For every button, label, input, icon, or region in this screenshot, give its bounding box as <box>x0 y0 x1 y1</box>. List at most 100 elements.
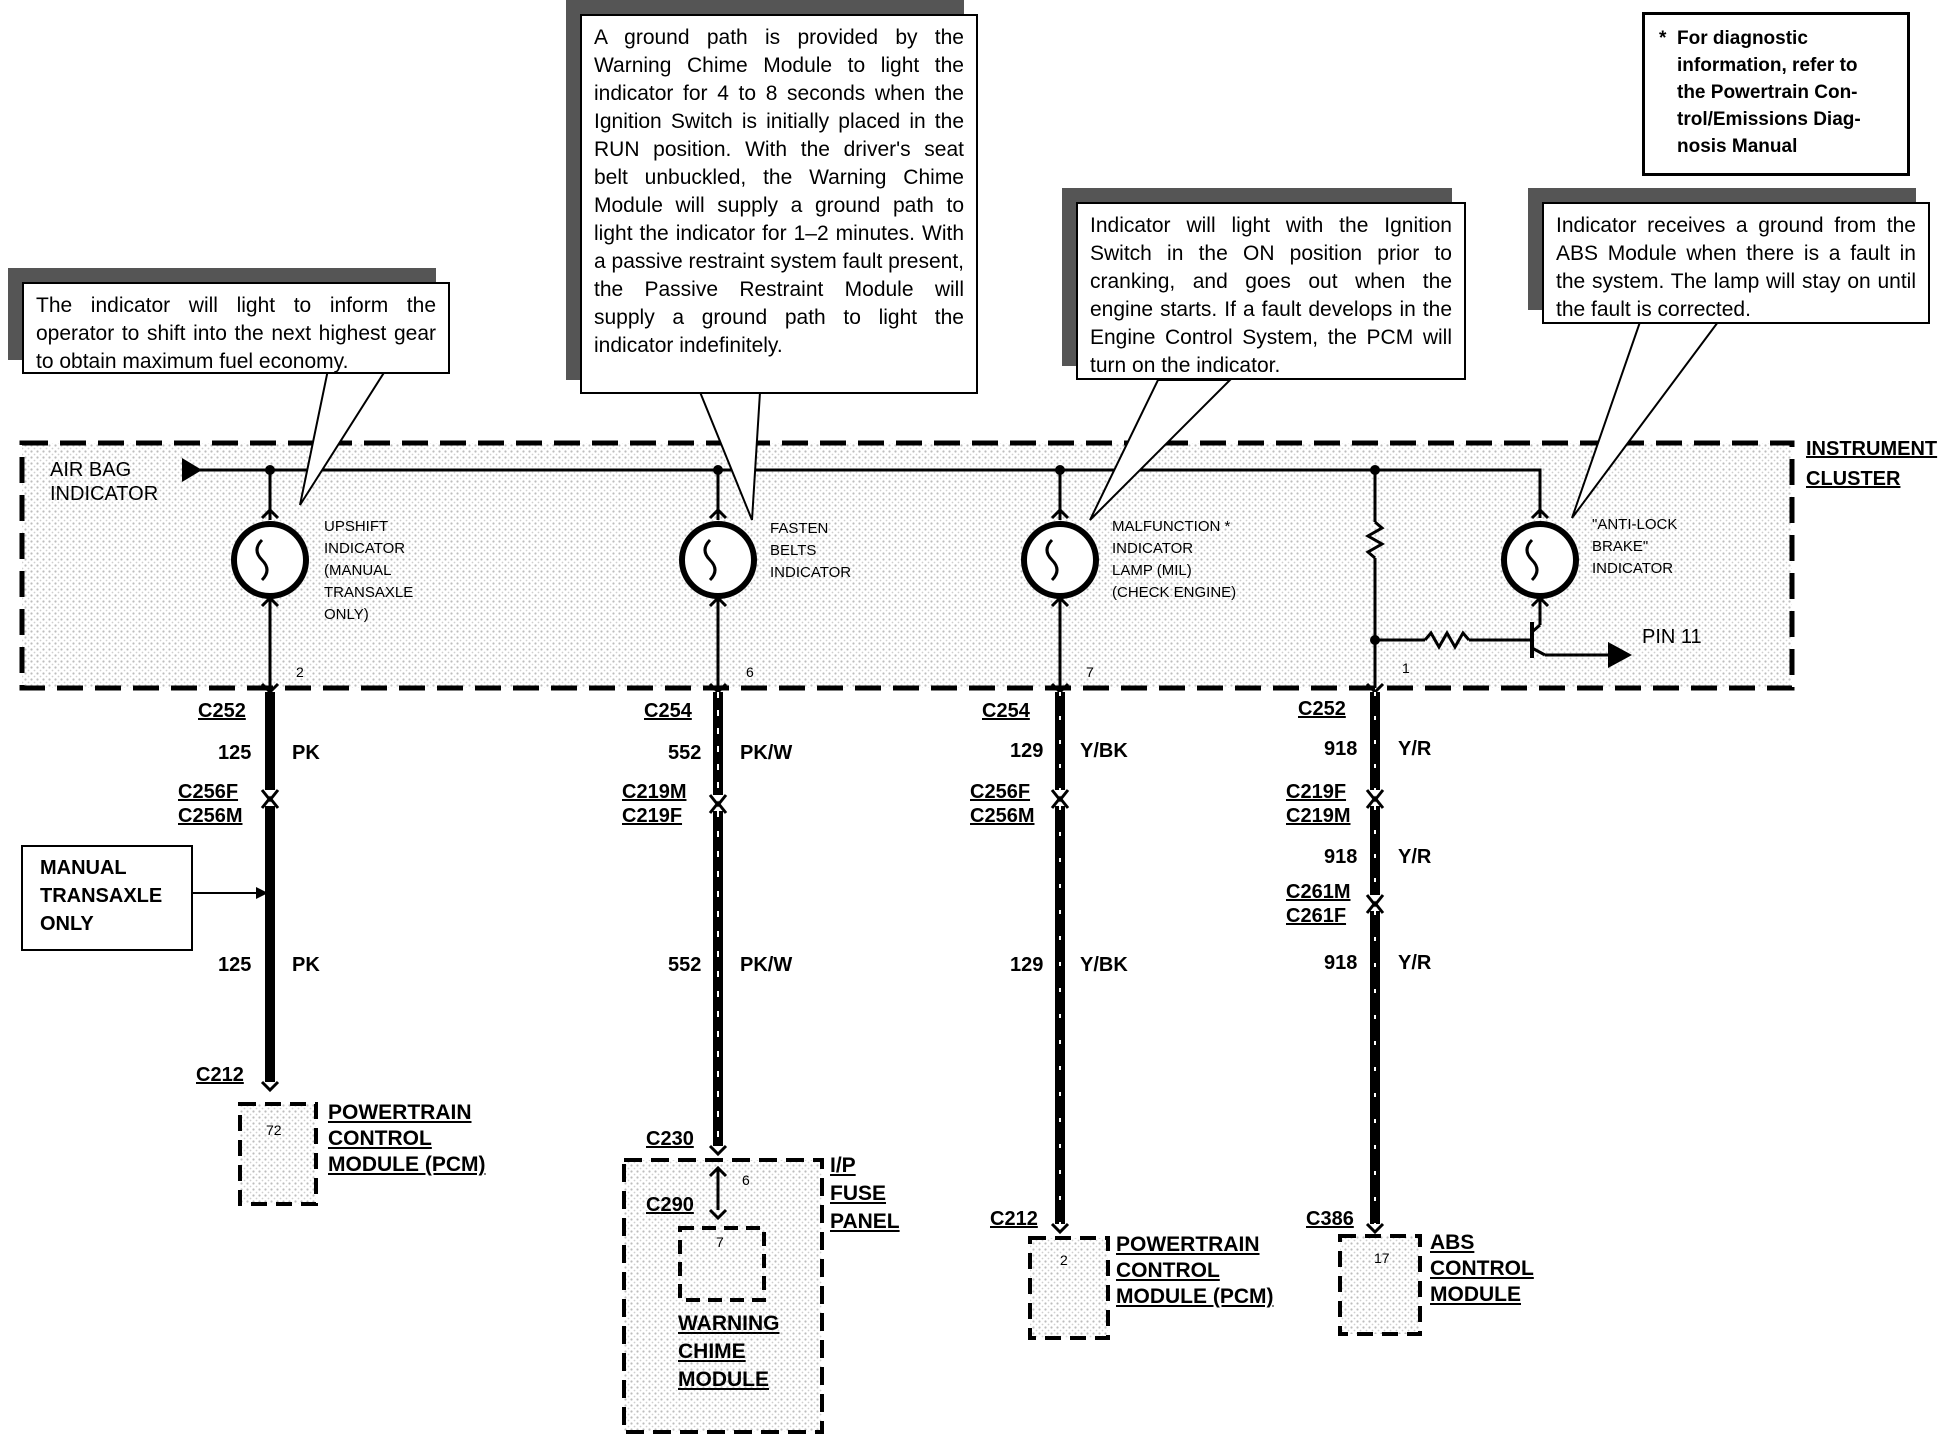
connector-label: C290 <box>646 1194 694 1216</box>
airbag-arrow <box>182 458 202 482</box>
connector-label: C252 <box>198 700 246 722</box>
instrument-cluster-label: INSTRUMENT CLUSTER <box>1806 434 1937 494</box>
connector-label: C230 <box>646 1128 694 1150</box>
wire-color: Y/BK <box>1080 954 1128 976</box>
pin-11-label: PIN 11 <box>1642 626 1702 648</box>
callout-pointers <box>299 321 1720 521</box>
bulb-label-line: MALFUNCTION * <box>1112 518 1231 535</box>
pcm-module-label: POWERTRAIN CONTROL MODULE (PCM) <box>328 1100 485 1178</box>
module-label-line: WARNING <box>678 1312 780 1335</box>
manual-box-line: TRANSAXLE <box>40 885 163 907</box>
pin-number: 1 <box>1402 660 1410 676</box>
connector-label: C254 <box>644 700 692 722</box>
bulb-label-line: BRAKE" <box>1592 538 1649 555</box>
connector-label: C254 <box>982 700 1030 722</box>
bulb-label-line: UPSHIFT <box>324 518 389 535</box>
wire-number: 129 <box>1010 954 1044 976</box>
module-label-line: ABS <box>1430 1231 1475 1254</box>
bulb-label-line: TRANSAXLE <box>324 584 414 601</box>
wire-number: 552 <box>668 742 702 764</box>
circuit-125 <box>21 682 318 1206</box>
bulb-label-line: INDICATOR <box>1592 560 1674 577</box>
wire-number: 918 <box>1324 846 1358 868</box>
bulb-label-line: INDICATOR <box>324 540 406 557</box>
connector-label: C219F C219M <box>1286 780 1350 828</box>
module-label-line: MODULE (PCM) <box>1116 1285 1274 1308</box>
note-line: trol/Emissions Diag- <box>1677 109 1861 130</box>
module-label-line: MODULE <box>1430 1283 1521 1306</box>
wire-color: PK/W <box>740 742 793 764</box>
cluster-label-line: INSTRUMENT <box>1806 438 1938 460</box>
module-label-line: CONTROL <box>1430 1257 1534 1280</box>
pcm-module-label: POWERTRAIN CONTROL MODULE (PCM) <box>1116 1232 1273 1310</box>
cluster-bus <box>185 468 1542 518</box>
wire-number: 129 <box>1010 740 1044 762</box>
mil-bulb <box>1021 470 1099 688</box>
abs-driver-circuit <box>1364 470 1632 688</box>
connector-label: C212 <box>990 1208 1038 1230</box>
circuit-918 <box>1338 682 1422 1336</box>
bulb-label-line: LAMP (MIL) <box>1112 562 1192 579</box>
note-marker: * <box>1659 28 1667 49</box>
circuit-129 <box>1028 682 1110 1340</box>
manual-box-line: MANUAL <box>40 857 127 879</box>
module-label-line: MODULE (PCM) <box>328 1153 486 1176</box>
airbag-indicator-label: AIR BAG INDICATOR <box>50 458 158 506</box>
wire-number: 918 <box>1324 952 1358 974</box>
abs-module-label: ABS CONTROL MODULE <box>1430 1230 1534 1308</box>
module-pin: 7 <box>716 1234 724 1250</box>
module-pin: 72 <box>266 1122 282 1138</box>
bulb-label-line: "ANTI-LOCK <box>1592 516 1678 533</box>
bulb-label-line: (MANUAL <box>324 562 392 579</box>
airbag-label-line: AIR BAG <box>50 459 132 481</box>
fuse-panel-line: I/P <box>830 1154 856 1177</box>
pin-number: 2 <box>296 664 304 680</box>
bulb-label-line: (CHECK ENGINE) <box>1112 584 1237 601</box>
module-label-line: POWERTRAIN <box>1116 1233 1260 1256</box>
module-label-line: POWERTRAIN <box>328 1101 472 1124</box>
wire-color: PK <box>292 954 320 976</box>
fuse-panel-line: FUSE <box>830 1182 887 1205</box>
wire-number: 918 <box>1324 738 1358 760</box>
fasten-belts-bulb <box>679 470 757 688</box>
connector-line: C219F <box>622 805 683 827</box>
module-label-line: CONTROL <box>328 1127 432 1150</box>
connector-line: C256M <box>970 805 1035 827</box>
connector-line: C261M <box>1286 881 1351 903</box>
manual-transaxle-box: MANUAL TRANSAXLE ONLY <box>40 854 162 938</box>
wire-color: Y/R <box>1398 952 1432 974</box>
wire-color: Y/BK <box>1080 740 1128 762</box>
wire-number: 125 <box>218 954 252 976</box>
instrument-cluster-box <box>19 440 1795 691</box>
connector-label: C256F C256M <box>970 780 1034 828</box>
connector-line: C261F <box>1286 905 1347 927</box>
abs-indicator-label: "ANTI-LOCK BRAKE" INDICATOR <box>1592 514 1677 580</box>
upshift-indicator-label: UPSHIFT INDICATOR (MANUAL TRANSAXLE ONLY… <box>324 516 413 626</box>
wire-color: Y/R <box>1398 738 1432 760</box>
connector-line: C219M <box>1286 805 1351 827</box>
note-line: For diagnostic <box>1677 28 1808 49</box>
wire-color: Y/R <box>1398 846 1432 868</box>
connector-label: C256F C256M <box>178 780 242 828</box>
connector-label: C261M C261F <box>1286 880 1350 928</box>
cluster-label-line: CLUSTER <box>1806 468 1901 490</box>
manual-box-line: ONLY <box>40 913 94 935</box>
fasten-belts-indicator-label: FASTEN BELTS INDICATOR <box>770 518 851 584</box>
abs-bulb <box>1501 507 1579 625</box>
pin-number: 6 <box>746 664 754 680</box>
fasten-belts-callout: A ground path is provided by the Warning… <box>580 14 978 394</box>
warning-chime-module-label: WARNING CHIME MODULE <box>678 1310 780 1394</box>
connector-label: C386 <box>1306 1208 1354 1230</box>
bulb-label-line: INDICATOR <box>1112 540 1194 557</box>
pin-number: 7 <box>1086 664 1094 680</box>
wire-color: PK/W <box>740 954 793 976</box>
upshift-callout: The indicator will light to inform the o… <box>22 282 450 374</box>
module-label-line: CONTROL <box>1116 1259 1220 1282</box>
connector-label: C219M C219F <box>622 780 686 828</box>
module-pin: 2 <box>1060 1252 1068 1268</box>
airbag-label-line: INDICATOR <box>50 483 159 505</box>
connector-label: C252 <box>1298 698 1346 720</box>
bulb-label-line: BELTS <box>770 542 817 559</box>
wire-color: PK <box>292 742 320 764</box>
connector-line: C256F <box>178 781 239 803</box>
